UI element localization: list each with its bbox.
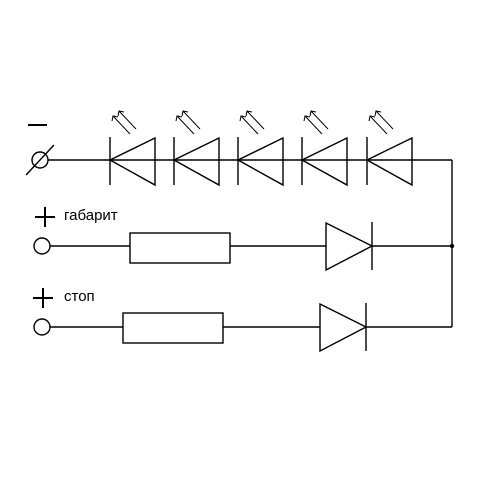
led [108,110,156,187]
parking-label: габарит [64,207,118,224]
ground-terminal-slash [25,144,55,176]
parking-terminal-circle [33,237,51,255]
ground-terminal [25,124,55,176]
light-arrows-icon [303,110,329,135]
stop-diode [319,302,368,353]
stop-resistor [122,312,224,344]
led [236,110,284,187]
led-group [108,110,413,187]
light-arrows-icon [111,110,137,135]
led [172,110,220,187]
led [300,110,348,187]
parking-resistor [129,232,231,264]
parking-branch [33,207,452,272]
stop-label: стоп [64,288,95,305]
led [365,110,413,187]
stop-branch [33,288,452,353]
light-arrows-icon [175,110,201,135]
light-arrows-icon [239,110,265,135]
stop-terminal-circle [33,318,51,336]
parking-diode [325,221,374,272]
light-arrows-icon [368,110,394,135]
